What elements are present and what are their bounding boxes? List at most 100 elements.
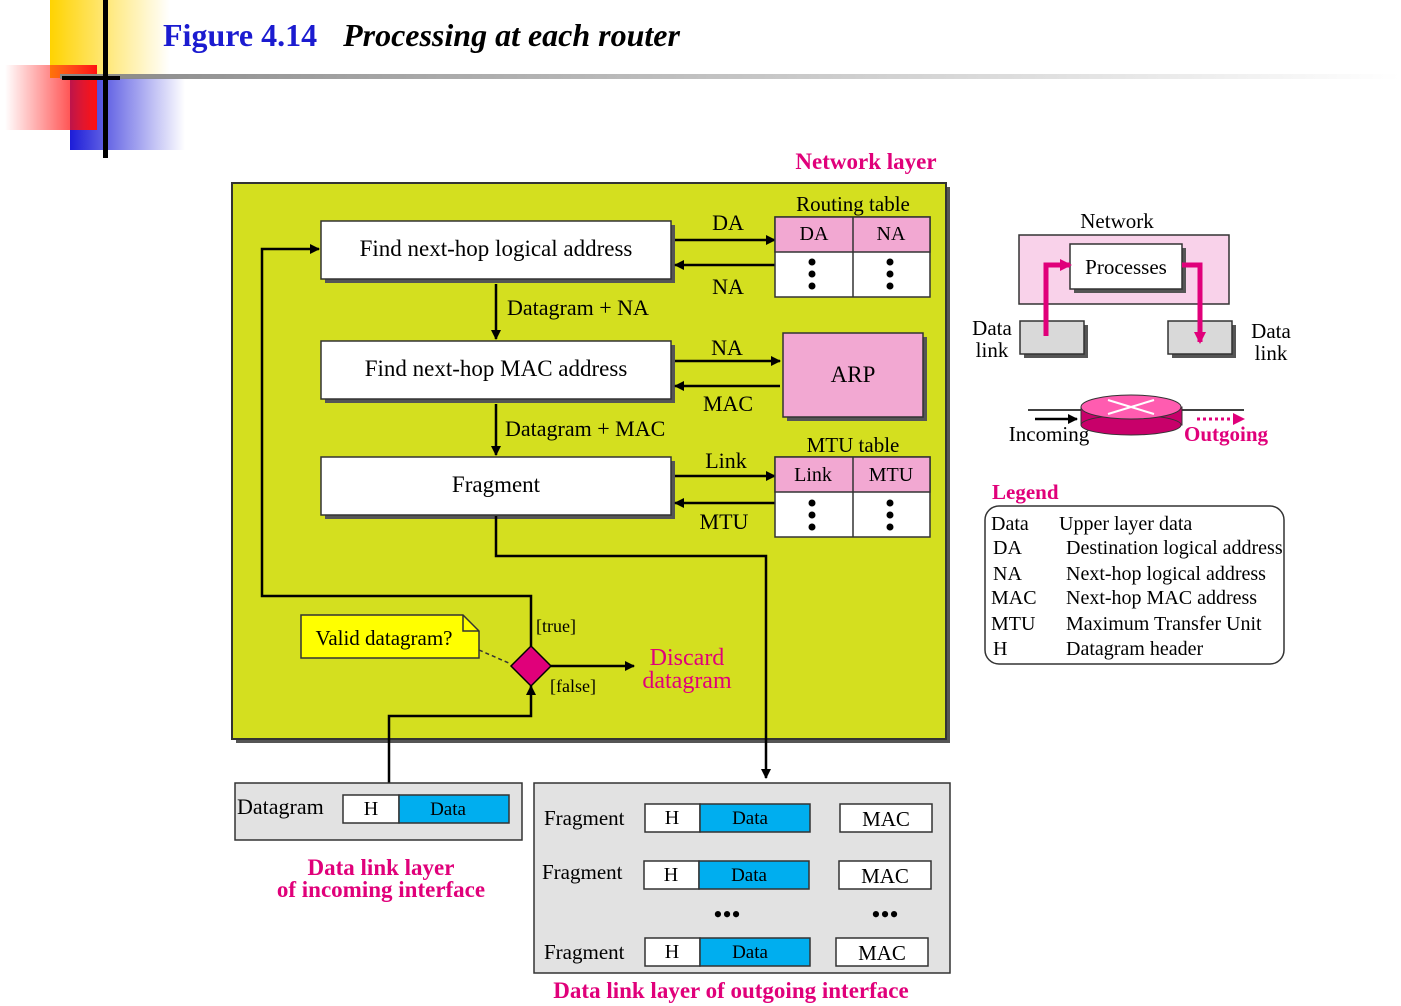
datagram-mac-label: Datagram + MAC bbox=[505, 416, 665, 441]
outgoing-header-cell bbox=[644, 937, 701, 967]
outgoing-fragment-label: Fragment bbox=[544, 940, 625, 964]
outgoing-row-1: Fragment H Data MAC bbox=[544, 803, 933, 833]
find-mac-address-label: Find next-hop MAC address bbox=[365, 356, 628, 381]
find-mac-address-box: Find next-hop MAC address bbox=[320, 340, 675, 403]
router-processes-box: Processes bbox=[1069, 243, 1186, 293]
incoming-header-cell bbox=[342, 794, 400, 824]
note-connector bbox=[478, 649, 512, 665]
router-data-link-right-line1: Data bbox=[1251, 319, 1291, 343]
arrow-mtu-return-label: MTU bbox=[700, 509, 749, 534]
legend-item: DA Destination logical address bbox=[993, 537, 1283, 559]
legend-definition: Maximum Transfer Unit bbox=[1066, 613, 1262, 635]
slide-title: Figure 4.14 Processing at each router bbox=[163, 17, 680, 54]
outgoing-ellipsis-mac: ••• bbox=[871, 900, 898, 929]
legend-item: Data Upper layer data bbox=[991, 513, 1192, 535]
mtu-table-col-mtu: MTU bbox=[869, 464, 914, 486]
slide-decoration bbox=[5, 0, 1400, 158]
router-incoming-label: Incoming bbox=[1009, 422, 1090, 446]
mtu-table-title: MTU table bbox=[807, 433, 900, 457]
incoming-data-cell bbox=[398, 794, 510, 824]
outgoing-data-cell bbox=[698, 860, 810, 890]
outgoing-data-cell bbox=[699, 803, 811, 833]
figure-name: Processing at each router bbox=[343, 17, 680, 53]
legend-definition: Datagram header bbox=[1066, 638, 1203, 660]
router-outgoing-label: Outgoing bbox=[1184, 422, 1269, 446]
legend-term: MTU bbox=[991, 613, 1036, 635]
legend-definition: Upper layer data bbox=[1059, 513, 1192, 535]
incoming-caption-line1: Data link layer bbox=[308, 855, 455, 880]
router-arrow-down bbox=[1182, 262, 1206, 344]
outgoing-data-label: Data bbox=[732, 942, 768, 963]
outgoing-header-cell bbox=[643, 860, 700, 890]
router-data-link-left-box bbox=[1019, 320, 1085, 355]
deco-title-rule bbox=[60, 74, 1400, 79]
outgoing-row-3: Fragment H Data MAC bbox=[544, 937, 929, 967]
arrow-true-to-logical bbox=[260, 244, 533, 646]
router-data-link-right-line2: link bbox=[1255, 341, 1288, 365]
incoming-datagram-label: Datagram bbox=[237, 794, 324, 819]
outgoing-data-cell bbox=[699, 937, 811, 967]
arrow-mac-return-label: MAC bbox=[703, 391, 753, 416]
outgoing-fragment-label: Fragment bbox=[544, 806, 625, 830]
arrow-na-return-label: NA bbox=[712, 274, 744, 299]
outgoing-ellipsis-data: ••• bbox=[713, 900, 740, 929]
legend-term: DA bbox=[993, 537, 1022, 559]
false-label: [false] bbox=[550, 676, 596, 696]
legend-title: Legend bbox=[992, 480, 1059, 504]
deco-horizontal-line bbox=[62, 76, 120, 80]
incoming-data-label: Data bbox=[430, 799, 466, 820]
valid-datagram-label: Valid datagram? bbox=[315, 626, 452, 650]
incoming-header-label: H bbox=[364, 798, 378, 820]
outgoing-row-2: Fragment H Data MAC bbox=[542, 860, 932, 890]
outgoing-caption: Data link layer of outgoing interface bbox=[553, 978, 908, 1003]
legend-item: NA Next-hop logical address bbox=[993, 563, 1266, 585]
true-label: [true] bbox=[536, 616, 576, 636]
legend-item: MTU Maximum Transfer Unit bbox=[991, 613, 1262, 635]
outgoing-data-label: Data bbox=[731, 865, 767, 886]
incoming-interface-panel: Datagram H Data bbox=[234, 782, 523, 841]
routing-table-title: Routing table bbox=[796, 192, 910, 216]
outgoing-header-label: H bbox=[665, 941, 679, 963]
legend-item: H Datagram header bbox=[993, 638, 1203, 660]
decision-diamond bbox=[509, 644, 553, 688]
legend-term: H bbox=[993, 638, 1007, 660]
routing-table: DA NA bbox=[774, 216, 931, 298]
legend-definition: Destination logical address bbox=[1066, 537, 1283, 559]
find-logical-address-label: Find next-hop logical address bbox=[360, 236, 633, 261]
mtu-table-dots bbox=[808, 499, 894, 531]
legend-definition: Next-hop logical address bbox=[1066, 563, 1266, 585]
outgoing-mac-cell bbox=[838, 860, 932, 890]
outgoing-header-label: H bbox=[664, 864, 678, 886]
outgoing-mac-label: MAC bbox=[861, 864, 909, 888]
router-arrow-up bbox=[1043, 259, 1072, 336]
router-data-link-left-line2: link bbox=[976, 338, 1009, 362]
router-data-link-left-line1: Data bbox=[972, 316, 1012, 340]
outgoing-mac-cell bbox=[835, 937, 929, 967]
legend-term: MAC bbox=[991, 587, 1037, 609]
outgoing-header-cell bbox=[644, 803, 701, 833]
discard-line2: datagram bbox=[642, 668, 732, 694]
outgoing-mac-label: MAC bbox=[862, 807, 910, 831]
discard-line1: Discard bbox=[650, 645, 725, 671]
router-network-label: Network bbox=[1080, 209, 1154, 233]
fragment-label: Fragment bbox=[452, 472, 541, 497]
arp-box: ARP bbox=[782, 332, 927, 421]
outgoing-mac-label: MAC bbox=[858, 941, 906, 965]
mtu-table-col-link: Link bbox=[794, 464, 832, 486]
arrow-link-label: Link bbox=[705, 448, 747, 473]
router-processes-label: Processes bbox=[1085, 255, 1167, 279]
router-icon bbox=[1080, 394, 1183, 436]
outgoing-header-label: H bbox=[665, 807, 679, 829]
outgoing-data-label: Data bbox=[732, 808, 768, 829]
incoming-caption-line2: of incoming interface bbox=[277, 877, 485, 902]
fragment-box: Fragment bbox=[320, 456, 675, 519]
arrow-da-label: DA bbox=[712, 210, 744, 235]
routing-table-col-da: DA bbox=[800, 223, 829, 245]
arrow-na-to-arp-label: NA bbox=[711, 335, 743, 360]
legend-term: NA bbox=[993, 563, 1022, 585]
network-layer-label: Network layer bbox=[795, 149, 936, 174]
arrow-fragment-to-outgoing bbox=[494, 516, 771, 779]
outgoing-mac-cell bbox=[839, 803, 933, 833]
figure-number: Figure 4.14 bbox=[163, 17, 318, 53]
